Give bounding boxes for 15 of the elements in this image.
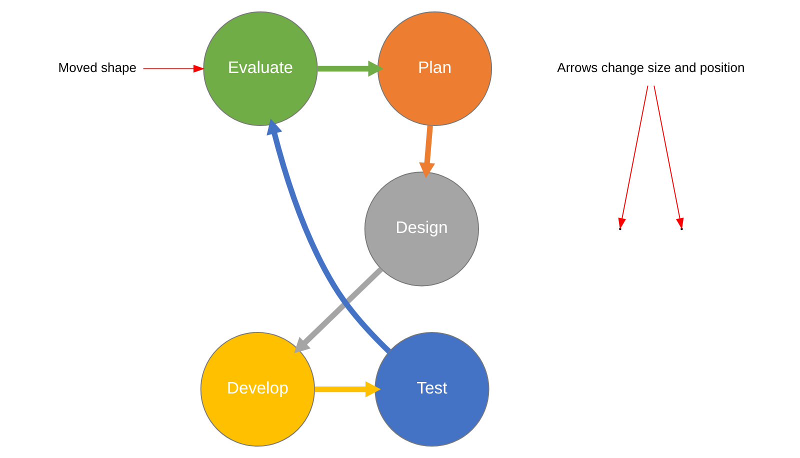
- arrow: [653, 85, 684, 230]
- node-circle: Design: [364, 172, 479, 286]
- arrow: [317, 60, 384, 77]
- arrow: [314, 381, 380, 398]
- arrow: [266, 118, 391, 354]
- node-circle: Test: [374, 332, 489, 447]
- arrow: [418, 125, 435, 178]
- node-text: Arrows change size and position: [556, 60, 744, 76]
- arrow: [142, 64, 204, 73]
- node-circle: Evaluate: [202, 11, 318, 126]
- arrow: [618, 85, 648, 230]
- node-text: Moved shape: [58, 60, 136, 76]
- node-circle: Plan: [376, 11, 492, 126]
- arrow: [294, 267, 383, 354]
- node-circle: Develop: [200, 332, 314, 447]
